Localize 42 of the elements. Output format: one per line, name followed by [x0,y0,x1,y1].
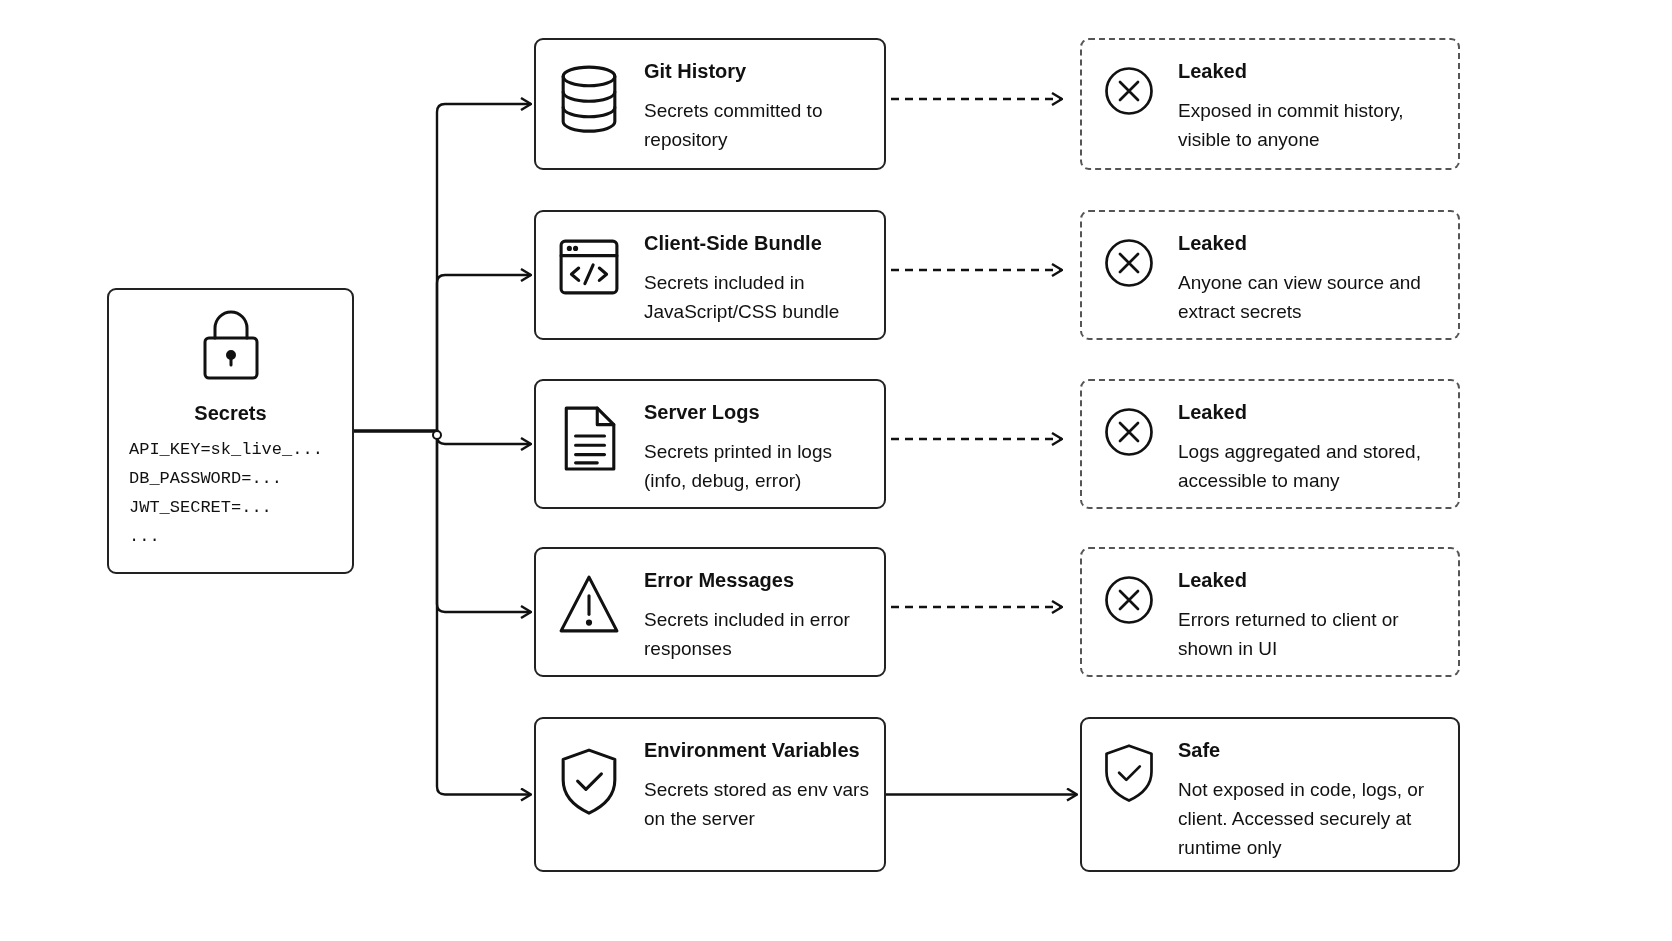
node-description: Not exposed in code, logs, or client. Accessed securely at runtime only [1178,778,1426,860]
source-box [107,288,354,574]
arrow [891,599,1064,615]
node-description: Secrets included in error responses [644,608,851,661]
node-description: Secrets included in JavaScript/CSS bundle [644,271,841,324]
result-box [1080,379,1460,509]
code-line: API_KEY=sk_live_... [129,439,323,461]
node-description: Secrets printed in logs (info, debug, error) [644,440,833,493]
arrow [354,429,533,802]
result-box [1080,210,1460,340]
node-title: Leaked [1178,401,1247,424]
node-title: Leaked [1178,232,1247,255]
node-title: Git History [644,60,747,83]
node-title: Environment Variables [644,739,860,762]
code-line: DB_PASSWORD=... [129,468,283,490]
node-title: Server Logs [644,401,760,424]
node-description: Secrets stored as env vars on the server [644,778,870,831]
node-description: Secrets committed to repository [644,99,824,152]
code-line: JWT_SECRET=... [129,497,272,519]
process-box [534,210,886,340]
process-box [534,38,886,170]
arrow [891,431,1064,447]
node-title: Safe [1178,739,1221,762]
arrow [886,787,1079,802]
process-box [534,547,886,677]
process-box [534,717,886,872]
result-box [1080,717,1460,872]
node-title: Leaked [1178,60,1247,83]
node-title: Error Messages [644,569,795,592]
code-line: ... [129,526,160,548]
node-title: Client-Side Bundle [644,232,822,255]
node-description: Exposed in commit history, visible to anyone [1178,99,1405,152]
result-box [1080,547,1460,677]
node-title: Leaked [1178,569,1247,592]
result-box [1080,38,1460,170]
arrow [891,262,1064,278]
process-box [534,379,886,509]
node-title: Secrets [193,402,268,425]
node-description: Errors returned to client or shown in UI [1178,608,1400,661]
node-description: Logs aggregated and stored, accessible to many [1178,440,1422,493]
node-description: Anyone can view source and extract secrets [1178,271,1422,324]
arrow [891,91,1064,107]
